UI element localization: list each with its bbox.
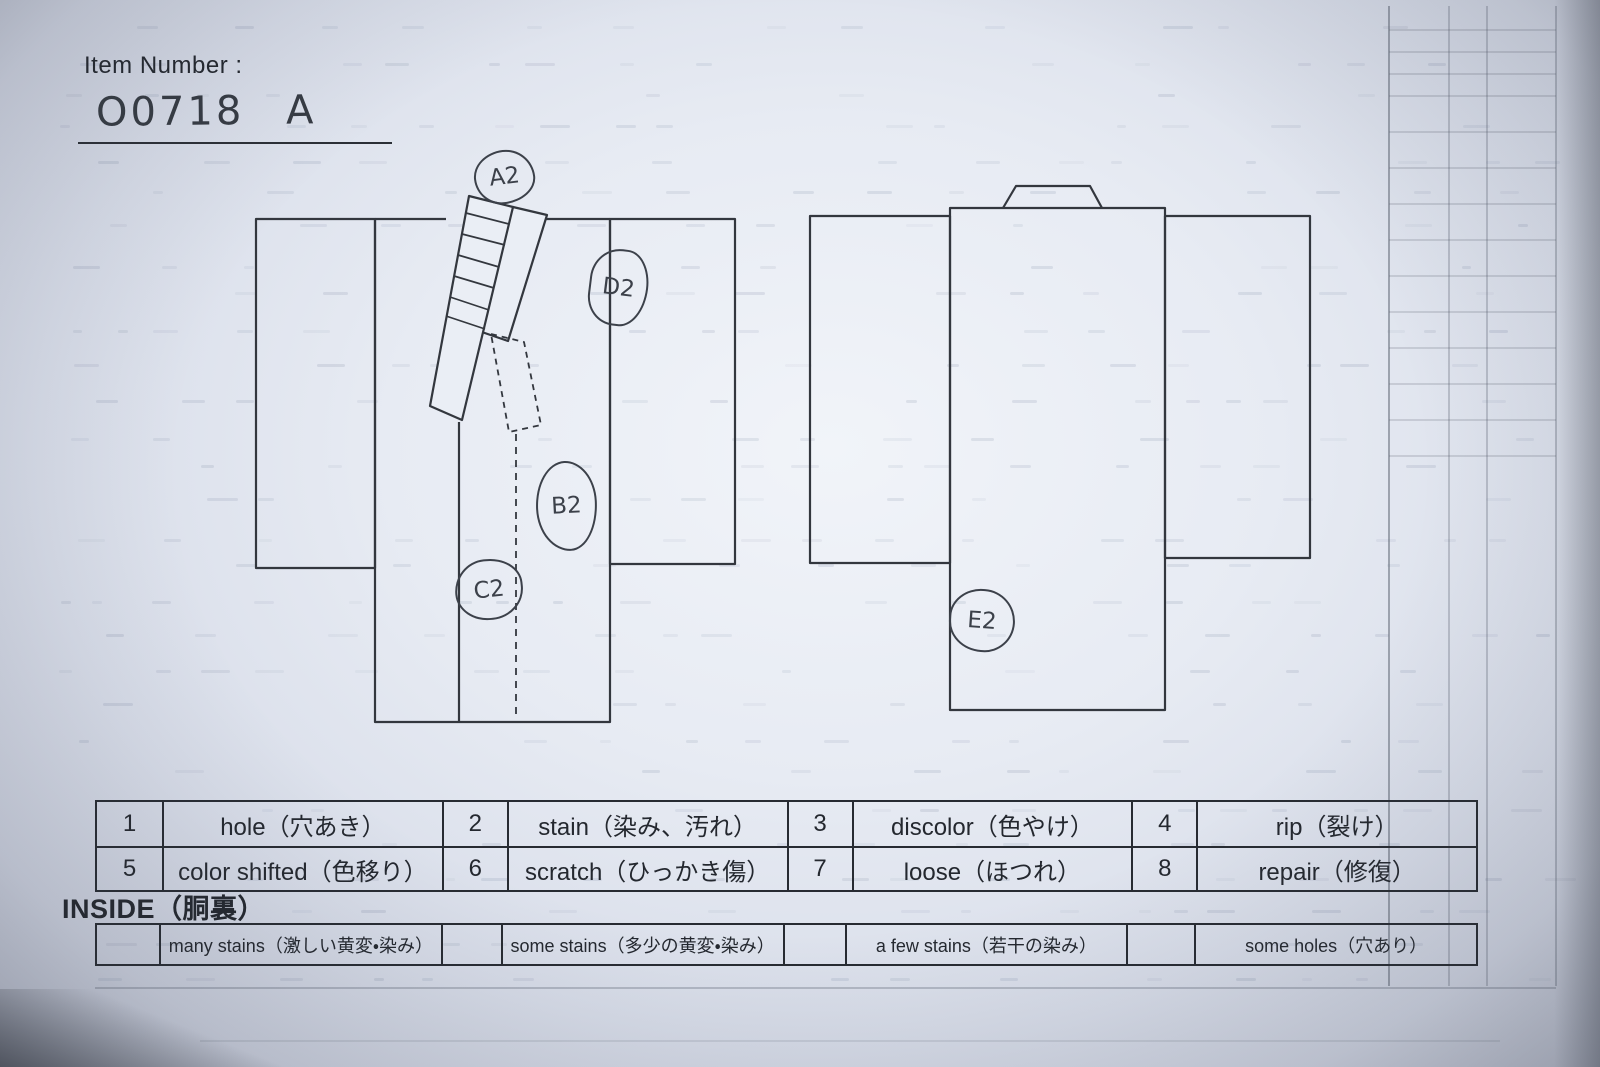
inside-checkbox-cell [782, 925, 845, 964]
legend-code: 8 [1131, 848, 1196, 890]
defect-marker-c2-code: C2 [472, 574, 506, 605]
legend-label: hole（穴あき） [162, 802, 442, 846]
header: Item Number : O0718 A [78, 52, 392, 144]
legend-code: 7 [786, 848, 852, 890]
legend-row-1: 1 hole（穴あき） 2 stain（染み、汚れ） 3 discolor（色や… [97, 802, 1476, 846]
legend-label: rip（裂け） [1196, 802, 1476, 846]
inside-option-label: many stains（激しい黄変・染み） [159, 925, 441, 964]
inside-condition-table: many stains（激しい黄変・染み） some stains（多少の黄変・… [95, 923, 1478, 966]
legend-code: 4 [1131, 802, 1196, 846]
defect-marker-d2-code: D2 [600, 272, 637, 303]
inside-section-title: INSIDE（胴裏） [62, 894, 266, 924]
inside-row: many stains（激しい黄変・染み） some stains（多少の黄変・… [97, 925, 1476, 964]
legend-code: 6 [441, 848, 507, 890]
legend-code: 1 [122, 810, 137, 837]
legend-label: color shifted（色移り） [162, 848, 442, 890]
defect-marker-b2-code: B2 [550, 492, 583, 520]
inside-checkbox-cell [440, 925, 501, 964]
inside-option-label: some holes（穴あり） [1194, 925, 1476, 964]
legend-label: discolor（色やけ） [851, 802, 1132, 846]
legend-code: 3 [786, 802, 852, 846]
defect-marker-e2-code: E2 [966, 606, 998, 635]
item-number-value: O0718 A [95, 87, 317, 136]
legend-code: 2 [441, 802, 507, 846]
legend-label: repair（修復） [1196, 848, 1476, 890]
legend-row-2: 5 color shifted（色移り） 6 scratch（ひっかき傷） 7 … [97, 846, 1476, 890]
inside-option-label: a few stains（若干の染み） [844, 925, 1127, 964]
item-number-underline [78, 142, 392, 144]
inside-checkbox-cell [1126, 925, 1194, 964]
legend-label: scratch（ひっかき傷） [506, 848, 787, 890]
defect-marker-a2-code: A2 [487, 162, 522, 192]
item-number-label: Item Number : [84, 52, 243, 79]
defect-legend-table: 1 hole（穴あき） 2 stain（染み、汚れ） 3 discolor（色や… [95, 800, 1478, 892]
legend-code: 5 [122, 855, 137, 882]
inside-option-label: some stains（多少の黄変・染み） [500, 925, 783, 964]
legend-label: loose（ほつれ） [851, 848, 1132, 890]
inside-checkbox-cell [97, 925, 159, 964]
legend-label: stain（染み、汚れ） [506, 802, 787, 846]
